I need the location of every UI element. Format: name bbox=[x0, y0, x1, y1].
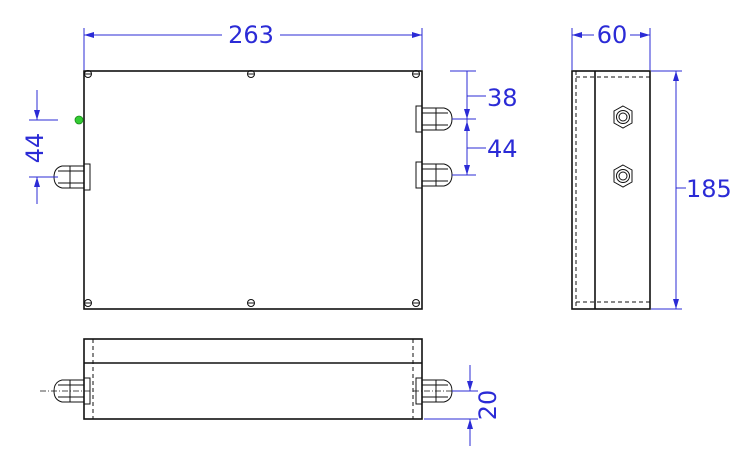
dimension-label: 44 bbox=[487, 135, 518, 163]
screw-icon bbox=[84, 299, 92, 307]
dimension-label: 60 bbox=[597, 21, 628, 49]
gland-nut-bottom-icon bbox=[613, 164, 633, 188]
dimension-label: 44 bbox=[21, 133, 49, 164]
screw-icon bbox=[412, 70, 420, 78]
screw-icon bbox=[84, 70, 92, 78]
dimension-right-spacing: 44 bbox=[452, 119, 518, 176]
side-view-outline bbox=[571, 70, 651, 310]
front-view-outline bbox=[83, 70, 423, 310]
screw-icon bbox=[247, 299, 255, 307]
side-view bbox=[571, 70, 651, 310]
dimension-side-height: 185 bbox=[651, 70, 732, 310]
bottom-view-outline bbox=[83, 338, 423, 420]
bottom-view bbox=[40, 338, 472, 420]
screw-icon bbox=[412, 299, 420, 307]
screw-icon bbox=[247, 70, 255, 78]
front-view bbox=[53, 70, 453, 310]
dimension-label: 38 bbox=[487, 84, 518, 112]
dimension-top-width: 263 bbox=[83, 20, 423, 70]
dimension-left-spacing: 44 bbox=[21, 90, 58, 204]
dimension-side-width: 60 bbox=[571, 20, 651, 70]
led-indicator-icon bbox=[74, 115, 84, 125]
dimension-right-top: 38 bbox=[450, 70, 518, 120]
gland-nut-top-icon bbox=[613, 105, 633, 129]
dimension-label: 20 bbox=[474, 390, 502, 421]
dimension-label: 263 bbox=[228, 21, 274, 49]
dimension-bottom-offset: 20 bbox=[424, 365, 502, 446]
dimension-label: 185 bbox=[686, 175, 732, 203]
cable-gland-bottom-left-icon bbox=[53, 377, 91, 405]
